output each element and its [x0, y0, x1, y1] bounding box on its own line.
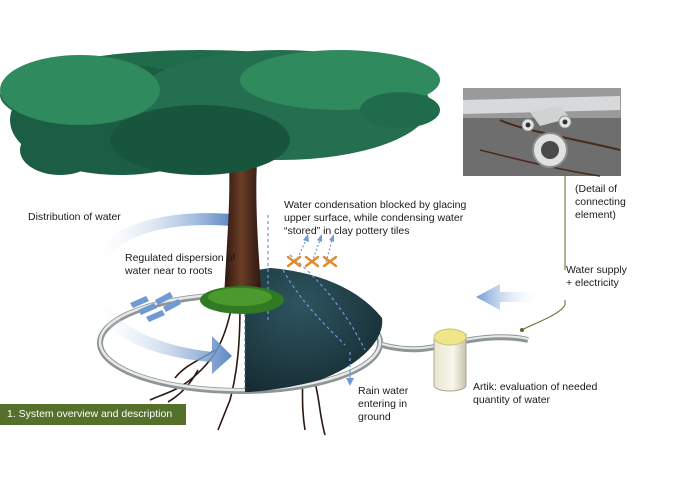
detail-leader-line	[521, 150, 566, 331]
supply-arrow	[476, 284, 540, 310]
label-detail: (Detail of connecting element)	[575, 183, 626, 221]
rain-paths	[267, 215, 366, 382]
label-artik: Artik: evaluation of needed quantity of …	[473, 381, 598, 406]
label-regulated: Regulated dispersion of water near to ro…	[125, 252, 236, 277]
label-condensation: Water condensation blocked by glacing up…	[284, 199, 467, 237]
blocked-crosses	[286, 255, 338, 268]
tree-trunk	[224, 150, 262, 300]
clay-tile-disc	[245, 268, 383, 392]
artik-device	[433, 328, 467, 392]
label-rain: Rain water entering in ground	[358, 385, 409, 423]
distribution-arrow	[88, 213, 232, 374]
dispersion-arrows	[130, 292, 181, 322]
label-supply: Water supply + electricity	[566, 264, 627, 289]
section-caption: 1. System overview and description	[0, 404, 186, 425]
tree-canopy	[0, 50, 440, 175]
connecting-element-detail	[463, 88, 621, 177]
label-distribution: Distribution of water	[28, 211, 121, 223]
